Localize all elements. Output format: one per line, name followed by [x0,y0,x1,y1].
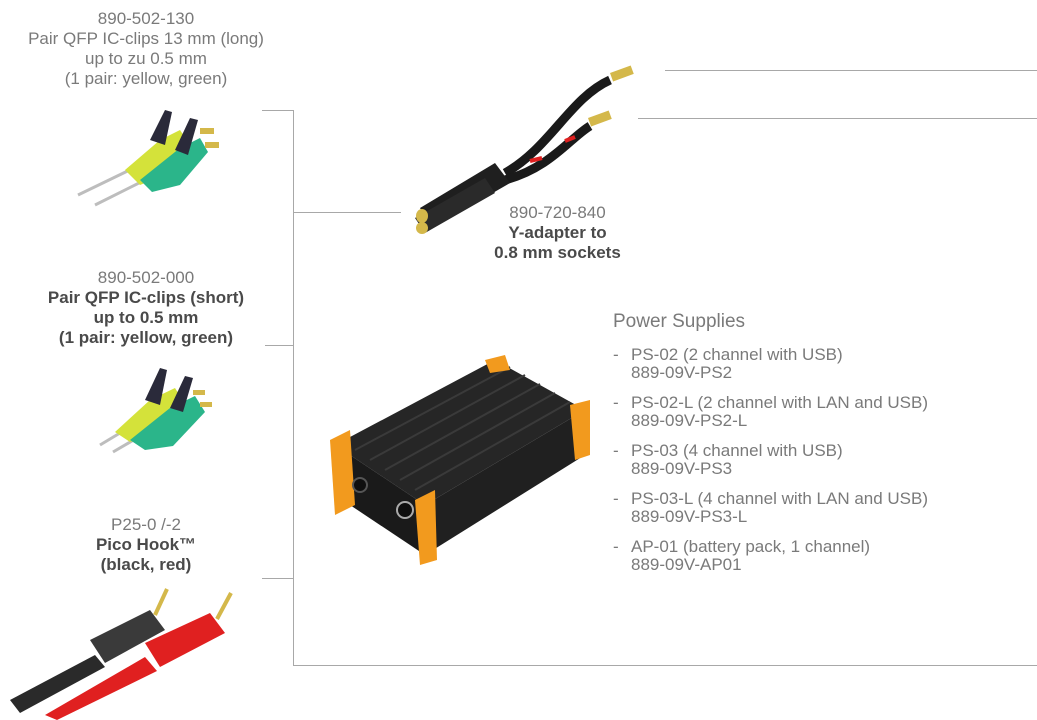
connector-adapter-pin-top [665,70,1037,71]
pico-hook-caption: P25-0 /-2 Pico Hook™ (black, red) [0,515,292,575]
clips-long-caption: 890-502-130 Pair QFP IC-clips 13 mm (lon… [0,9,292,89]
y-adapter-caption: 890-720-840 Y-adapter to 0.8 mm sockets [455,203,660,263]
list-item-dash: - [613,537,619,556]
pico-hook-image [10,588,233,720]
clips-short-image [99,368,212,454]
list-item-dash: - [613,489,619,508]
connector-y-adapter [293,212,401,213]
pico-hook-part-number: P25-0 /-2 [111,515,181,534]
list-item-name: PS-02 (2 channel with USB) [631,345,843,364]
clips-long-range: up to zu 0.5 mm [85,49,207,68]
list-item: - PS-02-L (2 channel with LAN and USB) 8… [613,394,928,430]
list-item-dash: - [613,441,619,460]
y-adapter-name-line1: Y-adapter to [508,223,607,242]
list-item-name: AP-01 (battery pack, 1 channel) [631,537,871,556]
list-item: - PS-03 (4 channel with USB) 889-09V-PS3 [613,442,928,478]
list-item-code: 889-09V-AP01 [631,555,742,574]
y-adapter-name-line2: 0.8 mm sockets [494,243,621,262]
list-item-dash: - [613,345,619,364]
list-item-name: PS-03 (4 channel with USB) [631,441,843,460]
list-item-code: 889-09V-PS2-L [631,411,748,430]
clips-long-colors: (1 pair: yellow, green) [64,69,228,88]
list-item-code: 889-09V-PS3 [631,459,733,478]
list-item: - PS-03-L (4 channel with LAN and USB) 8… [613,490,928,526]
connector-bottom [293,665,1037,666]
clips-long-name: Pair QFP IC-clips 13 mm (long) [28,29,264,48]
clips-short-colors: (1 pair: yellow, green) [58,328,234,347]
connector-short-clips [265,345,294,346]
list-item-code: 889-09V-PS3-L [631,507,748,526]
list-item: - PS-02 (2 channel with USB) 889-09V-PS2 [613,346,928,382]
connector-top-clips [262,110,294,111]
clips-short-part-number: 890-502-000 [97,268,195,287]
clips-short-range: up to 0.5 mm [93,308,199,327]
y-adapter-part-number: 890-720-840 [509,203,606,222]
power-supply-image [330,355,590,565]
clips-short-name: Pair QFP IC-clips (short) [47,288,245,307]
list-item-name: PS-03-L (4 channel with LAN and USB) [631,489,929,508]
pico-hook-name: Pico Hook™ [95,535,197,554]
list-item-code: 889-09V-PS2 [631,363,733,382]
connector-vertical [293,110,294,666]
clips-long-image [77,110,219,207]
power-supplies-title: Power Supplies [613,311,746,332]
connector-pico-hook [262,578,294,579]
pico-hook-colors: (black, red) [100,555,192,574]
list-item: - AP-01 (battery pack, 1 channel) 889-09… [613,538,928,574]
list-item-dash: - [613,393,619,412]
clips-long-part-number: 890-502-130 [97,9,195,28]
list-item-name: PS-02-L (2 channel with LAN and USB) [631,393,929,412]
clips-short-caption: 890-502-000 Pair QFP IC-clips (short) up… [0,268,292,348]
y-adapter-image [415,65,634,234]
connector-adapter-pin-bottom [638,118,1037,119]
power-supplies-list: - PS-02 (2 channel with USB) 889-09V-PS2… [613,346,928,586]
